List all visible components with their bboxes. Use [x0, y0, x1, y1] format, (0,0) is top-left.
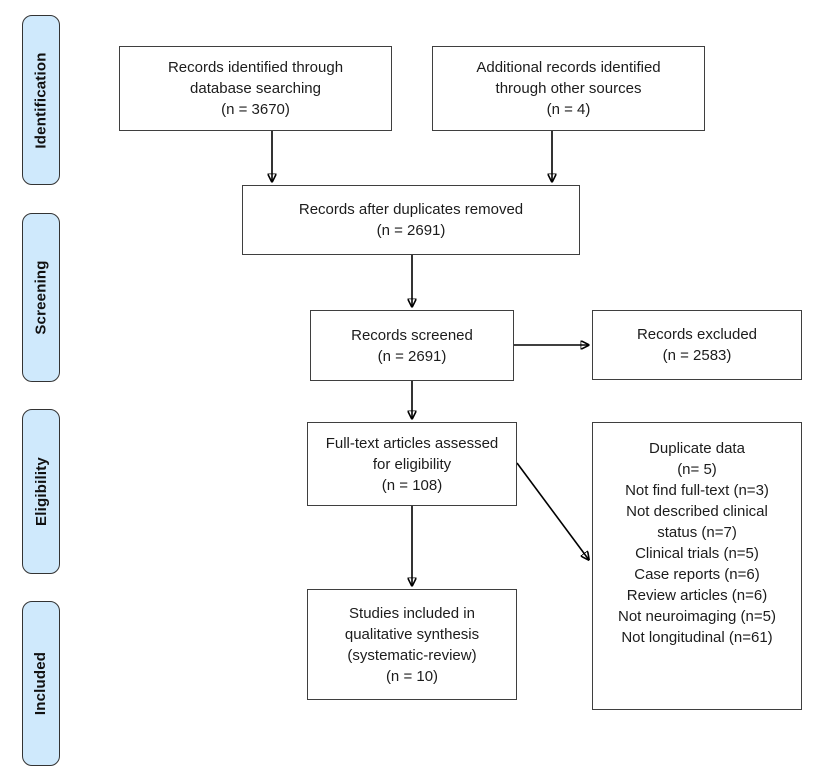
stage-label-included: Included: [32, 651, 50, 716]
box-duplicates-removed: Records after duplicates removed (n = 26…: [242, 185, 580, 255]
box-text-line: (n= 5): [677, 461, 717, 478]
box-text-line: (n = 2583): [662, 347, 732, 364]
box-text-line: (n = 3670): [221, 101, 290, 118]
stage-included: Included: [22, 601, 60, 766]
box-text-line: Records identified through: [167, 59, 344, 76]
box-text-line: Not longitudinal (n=61): [621, 629, 773, 646]
box-records-excluded: Records excluded (n = 2583): [592, 310, 802, 380]
box-text-line: Not described clinical: [626, 503, 768, 520]
box-text-line: for eligibility: [372, 455, 452, 473]
stage-eligibility: Eligibility: [22, 409, 60, 574]
stage-label-screening: Screening: [32, 260, 50, 335]
arrow-fulltext-to-reasons: [516, 462, 589, 560]
box-records-identified: Records identified through database sear…: [119, 46, 392, 131]
box-text-line: Review articles (n=6): [626, 587, 768, 604]
box-text-line: Case reports (n=6): [634, 566, 760, 583]
box-text-line: Studies included in: [349, 604, 475, 622]
box-text-line: Records after duplicates removed: [298, 201, 524, 218]
box-text-line: Records excluded: [636, 326, 758, 343]
box-text-line: Additional records identified: [476, 59, 661, 76]
box-text-line: Duplicate data: [649, 440, 745, 457]
box-text-line: through other sources: [495, 80, 642, 97]
stage-label-eligibility: Eligibility: [32, 457, 50, 526]
box-text-line: database searching: [190, 80, 321, 97]
stage-label-identification: Identification: [32, 51, 50, 149]
box-text-line: (systematic-review): [347, 646, 477, 664]
box-text-line: (n = 10): [385, 667, 439, 685]
box-text-line: Not find full-text (n=3): [625, 482, 769, 499]
box-text-line: Records screened: [351, 326, 473, 344]
stage-identification: Identification: [22, 15, 60, 185]
box-text-line: qualitative synthesis: [344, 625, 480, 643]
box-additional-records: Additional records identified through ot…: [432, 46, 705, 131]
box-text-line: (n = 108): [381, 476, 443, 494]
box-text-line: (n = 4): [546, 101, 591, 118]
box-text-line: (n = 2691): [376, 222, 446, 239]
box-studies-included: Studies included in qualitative synthesi…: [307, 589, 517, 700]
box-text-line: Not neuroimaging (n=5): [617, 608, 776, 625]
box-text-line: status (n=7): [657, 524, 737, 541]
box-fulltext-assessed: Full-text articles assessed for eligibil…: [307, 422, 517, 506]
box-records-screened: Records screened (n = 2691): [310, 310, 514, 381]
box-text-line: (n = 2691): [377, 347, 447, 365]
box-text-line: Clinical trials (n=5): [635, 545, 759, 562]
box-exclusion-reasons: Duplicate data (n= 5) Not find full-text…: [592, 422, 802, 710]
box-text-line: Full-text articles assessed: [325, 434, 499, 452]
stage-screening: Screening: [22, 213, 60, 382]
